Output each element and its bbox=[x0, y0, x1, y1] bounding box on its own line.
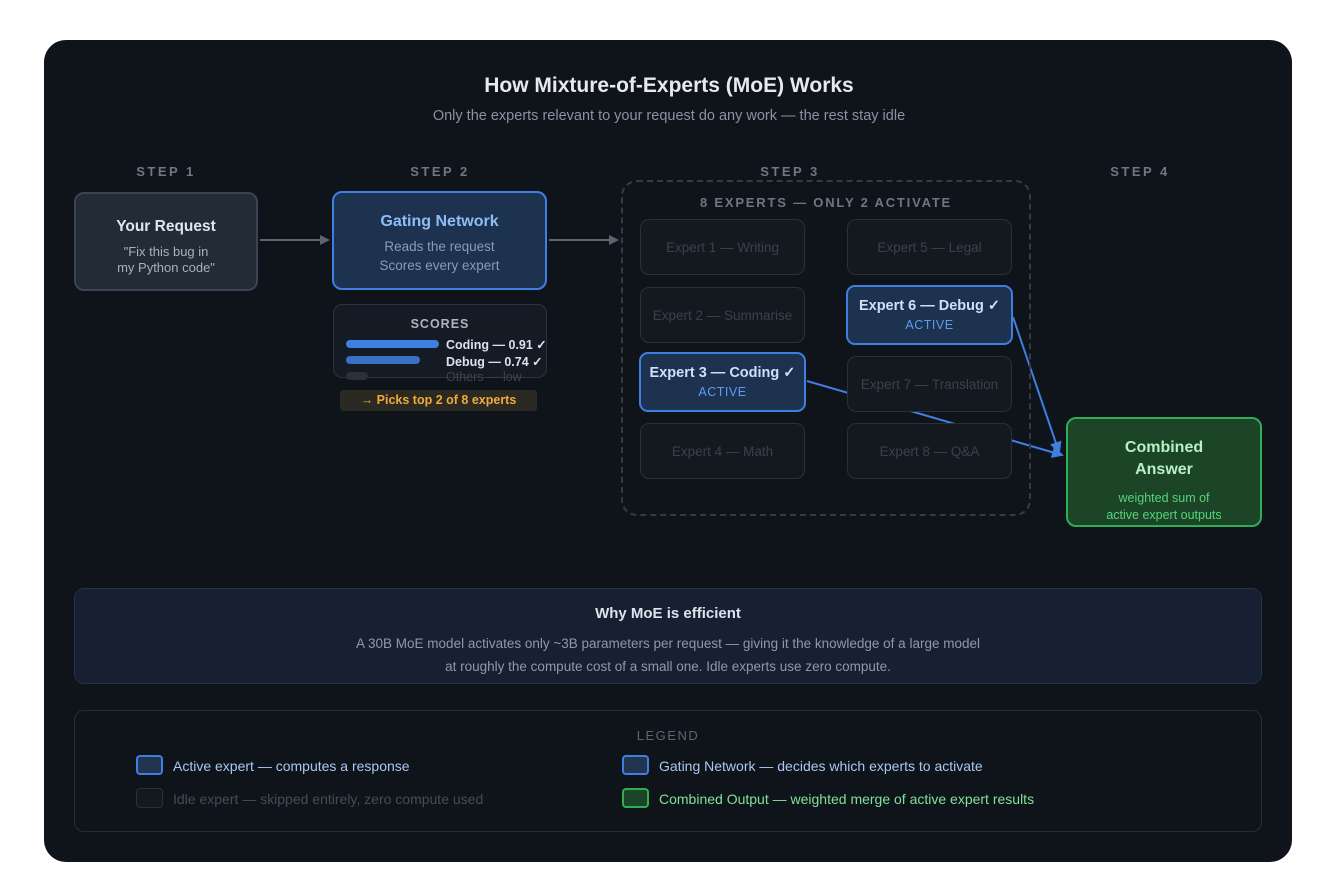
step-1-label: STEP 1 bbox=[136, 164, 196, 179]
legend-swatch-gating bbox=[622, 755, 649, 775]
legend-gating: Gating Network — decides which experts t… bbox=[659, 758, 983, 774]
score-bar-coding bbox=[346, 340, 439, 348]
step-3-label: STEP 3 bbox=[760, 164, 820, 179]
score-debug: Debug — 0.74 ✓ bbox=[446, 355, 543, 369]
legend-active: Active expert — computes a response bbox=[173, 758, 410, 774]
scores-panel: SCORES Coding — 0.91 ✓ Debug — 0.74 ✓ Ot… bbox=[333, 304, 547, 384]
expert-8: Expert 8 — Q&A bbox=[847, 423, 1012, 479]
diagram-subtitle: Only the experts relevant to your reques… bbox=[432, 108, 906, 124]
efficiency-text: A 30B MoE model activates only ~3B param… bbox=[356, 636, 980, 674]
expert-1: Expert 1 — Writing bbox=[640, 219, 805, 275]
expert-3: Expert 3 — Coding ✓ ACTIVE bbox=[639, 352, 806, 412]
legend-swatch-active bbox=[136, 755, 163, 775]
diagram-title: How Mixture-of-Experts (MoE) Works bbox=[484, 74, 854, 97]
legend-title: LEGEND bbox=[636, 728, 700, 743]
efficiency-heading: Why MoE is efficient bbox=[595, 605, 741, 622]
expert-3-label: Expert 3 — Coding ✓ bbox=[649, 365, 796, 381]
expert-3-active-tag: ACTIVE bbox=[698, 385, 747, 399]
expert-6-label: Expert 6 — Debug ✓ bbox=[858, 298, 1001, 314]
expert-2: Expert 2 — Summarise bbox=[640, 287, 805, 343]
pick-note: → Picks top 2 of 8 experts bbox=[340, 390, 537, 411]
step-4-label: STEP 4 bbox=[1110, 164, 1170, 179]
score-bar-debug bbox=[346, 356, 420, 364]
score-others: Others — low bbox=[446, 370, 522, 384]
legend-panel: LEGEND Active expert — computes a respon… bbox=[74, 710, 1262, 832]
legend-swatch-idle bbox=[136, 788, 163, 808]
score-bar-others bbox=[346, 372, 368, 380]
legend-combined: Combined Output — weighted merge of acti… bbox=[659, 791, 1035, 807]
expert-6-active-tag: ACTIVE bbox=[905, 318, 954, 332]
expert-5: Expert 5 — Legal bbox=[847, 219, 1012, 275]
legend-idle: Idle expert — skipped entirely, zero com… bbox=[173, 791, 484, 807]
gating-heading: Gating Network bbox=[380, 213, 499, 230]
score-coding: Coding — 0.91 ✓ bbox=[446, 338, 547, 352]
expert-6: Expert 6 — Debug ✓ ACTIVE bbox=[846, 285, 1013, 345]
expert-7: Expert 7 — Translation bbox=[847, 356, 1012, 412]
step-2-label: STEP 2 bbox=[410, 164, 470, 179]
efficiency-panel: Why MoE is efficient A 30B MoE model act… bbox=[74, 588, 1262, 684]
experts-group bbox=[621, 180, 1031, 516]
experts-title: 8 EXPERTS — ONLY 2 ACTIVATE bbox=[699, 195, 953, 210]
request-heading: Your Request bbox=[116, 218, 216, 235]
legend-swatch-combined bbox=[622, 788, 649, 808]
arrow-expert6-to-answer bbox=[1012, 316, 1062, 454]
expert-4: Expert 4 — Math bbox=[640, 423, 805, 479]
scores-label: SCORES bbox=[410, 317, 470, 331]
